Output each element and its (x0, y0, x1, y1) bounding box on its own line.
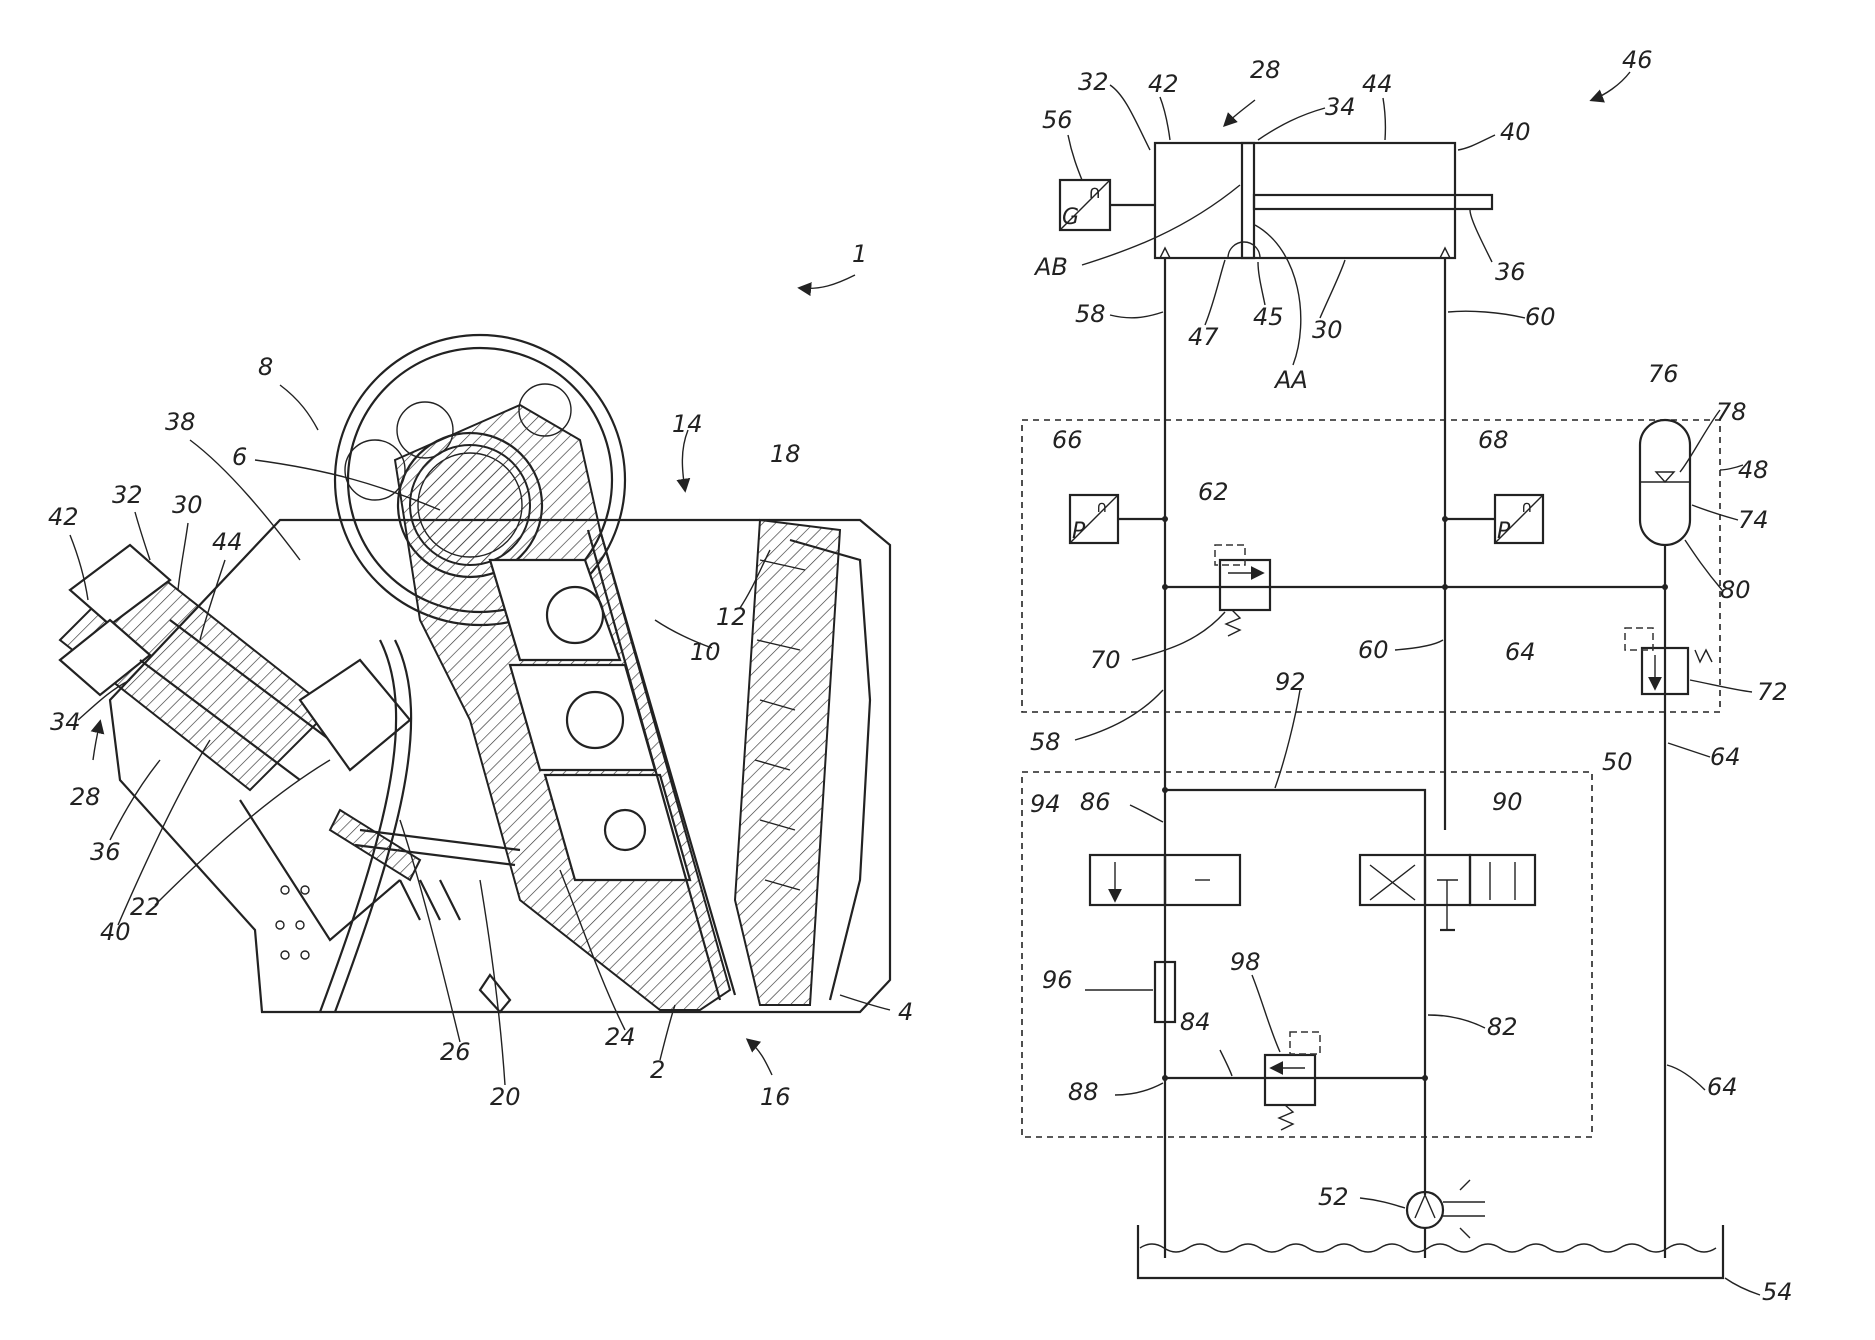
label: 46 (1622, 46, 1653, 74)
label: 58 (1075, 300, 1106, 328)
label: 68 (1478, 426, 1509, 454)
label: AB (1033, 253, 1068, 281)
sensor-mark: ∩ (1096, 497, 1108, 516)
label: 36 (1495, 258, 1526, 286)
label: 54 (1762, 1278, 1793, 1306)
label: 66 (1052, 426, 1083, 454)
label: 38 (165, 408, 196, 436)
label: 47 (1188, 323, 1219, 351)
label: 88 (1068, 1078, 1099, 1106)
label: 76 (1648, 360, 1679, 388)
label: 96 (1042, 966, 1073, 994)
label: 48 (1738, 456, 1769, 484)
label: 52 (1318, 1183, 1349, 1211)
label: 50 (1602, 748, 1633, 776)
pump-52 (1407, 1192, 1443, 1228)
block-48 (1022, 420, 1720, 712)
label: 32 (112, 481, 143, 509)
label: 1 (852, 240, 867, 268)
label: 64 (1707, 1073, 1738, 1101)
label: 2 (650, 1056, 665, 1084)
label: 64 (1505, 638, 1536, 666)
label: 44 (1362, 70, 1393, 98)
label: 16 (760, 1083, 791, 1111)
label: 60 (1358, 636, 1389, 664)
label: 42 (1148, 70, 1179, 98)
label: 34 (1325, 93, 1356, 121)
sensor-mark: ∩ (1521, 497, 1533, 516)
piston (1242, 143, 1254, 258)
cylinder-housing (1155, 143, 1455, 258)
pressure-letter-left: P (1072, 519, 1086, 544)
label: 62 (1198, 478, 1229, 506)
label: 74 (1738, 506, 1769, 534)
label: 36 (90, 838, 121, 866)
label: 98 (1230, 948, 1261, 976)
label: 40 (1500, 118, 1531, 146)
label: 32 (1078, 68, 1109, 96)
valve-90 (1360, 855, 1425, 905)
pressure-letter-right: P (1497, 519, 1511, 544)
label: 12 (716, 603, 747, 631)
right-leader-lines (1068, 85, 1760, 1295)
label: 56 (1042, 106, 1073, 134)
label: 58 (1030, 728, 1061, 756)
relief-valve-70 (1220, 560, 1270, 610)
label: 86 (1080, 788, 1111, 816)
label: 18 (770, 440, 801, 468)
label: 78 (1716, 398, 1747, 426)
label: 30 (1312, 316, 1343, 344)
label: 8 (258, 353, 273, 381)
label: 4 (898, 998, 913, 1026)
label: 42 (48, 503, 79, 531)
piston-rod (1254, 195, 1492, 209)
hydraulic-schematic: G ∩ P ∩ P ∩ (1022, 72, 1723, 1278)
jaw-crusher-drawing (60, 275, 890, 1075)
valve-94 (1090, 855, 1165, 905)
line-92 (1165, 790, 1425, 855)
label: 40 (100, 918, 131, 946)
label: 60 (1525, 303, 1556, 331)
label: 70 (1090, 646, 1121, 674)
label: 92 (1275, 668, 1306, 696)
right-labels: 46 32 42 28 34 44 40 56 AB 36 58 47 45 3… (1030, 46, 1793, 1306)
label: 30 (172, 491, 203, 519)
label: 28 (1250, 56, 1281, 84)
label: 6 (232, 443, 247, 471)
label: 34 (50, 708, 81, 736)
label: AA (1273, 366, 1308, 394)
label: 45 (1253, 303, 1284, 331)
label: 24 (605, 1023, 636, 1051)
label: 10 (690, 638, 721, 666)
generator-letter: G (1062, 205, 1079, 230)
label: 64 (1710, 743, 1741, 771)
label: 44 (212, 528, 243, 556)
label: 84 (1180, 1008, 1211, 1036)
label: 82 (1487, 1013, 1518, 1041)
label: 14 (672, 410, 703, 438)
label: 22 (130, 893, 161, 921)
label: 20 (490, 1083, 521, 1111)
relief-valve-98 (1265, 1055, 1315, 1105)
label: 94 (1030, 790, 1061, 818)
label: 72 (1757, 678, 1788, 706)
sensor-mark: ∩ (1088, 182, 1101, 203)
label: 28 (70, 783, 101, 811)
block-50 (1022, 772, 1592, 1137)
label: 26 (440, 1038, 471, 1066)
label: 90 (1492, 788, 1523, 816)
label: 80 (1720, 576, 1751, 604)
